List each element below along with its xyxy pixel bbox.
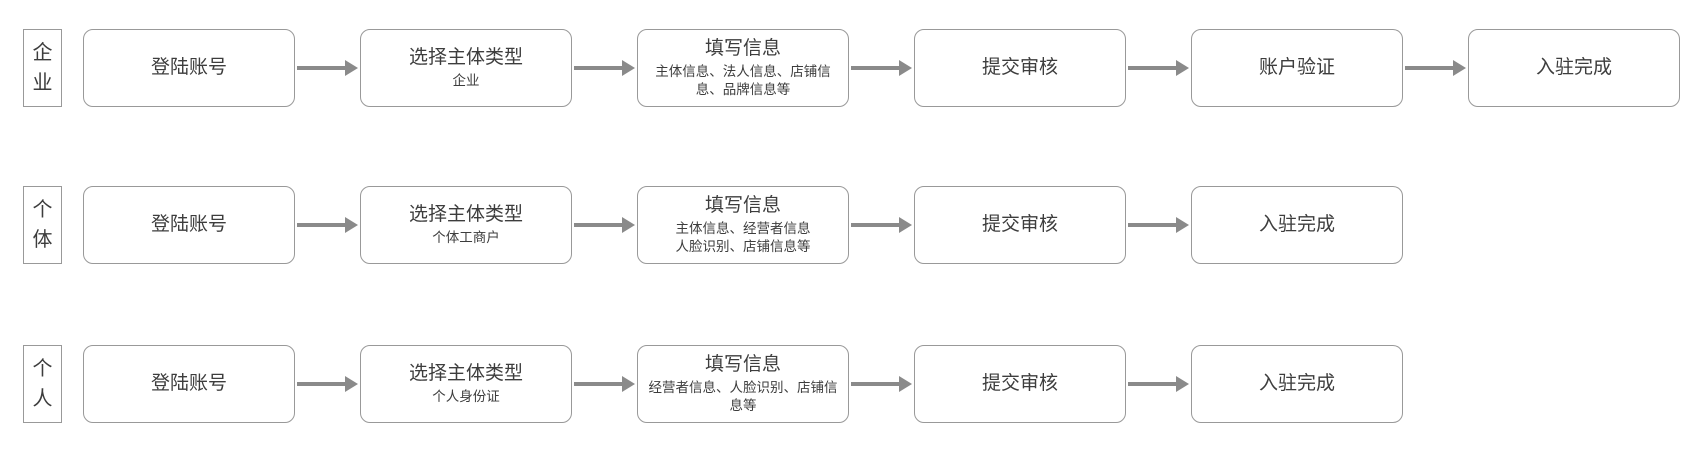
step-subtitle: 企业 (452, 72, 480, 88)
step-title: 填写信息 (704, 353, 781, 375)
row-label-enterprise: 企业 (23, 29, 62, 107)
step-fill-information: 填写信息 主体信息、经营者信息 人脸识别、店铺信息等 (637, 186, 849, 264)
row-label-text: 个人 (32, 358, 53, 410)
flow-row-personal: 个人 登陆账号 选择主体类型 个人身份证 填写信息 经营者信息、人脸识别、店铺信… (23, 344, 1403, 424)
step-subtitle: 个人身份证 (432, 388, 500, 404)
step-subtitle: 经营者信息、人脸识别、店铺信 息等 (648, 379, 838, 413)
row-label-personal: 个人 (23, 345, 62, 423)
step-title: 入驻完成 (1258, 214, 1335, 236)
step-title: 提交审核 (981, 57, 1058, 79)
step-onboarding-complete: 入驻完成 (1468, 29, 1680, 107)
arrow-right-icon (1126, 217, 1191, 233)
step-title: 入驻完成 (1535, 57, 1612, 79)
step-submit-review: 提交审核 (914, 345, 1126, 423)
arrow-right-icon (572, 60, 637, 76)
arrow-right-icon (572, 217, 637, 233)
arrow-right-icon (849, 376, 914, 392)
row-label-individual-business: 个体 (23, 186, 62, 264)
arrow-right-icon (572, 376, 637, 392)
step-title: 选择主体类型 (408, 47, 523, 69)
step-subtitle: 主体信息、经营者信息 人脸识别、店铺信息等 (675, 220, 811, 254)
step-title: 登陆账号 (150, 214, 227, 236)
step-subtitle: 个体工商户 (432, 229, 500, 245)
arrow-right-icon (1126, 60, 1191, 76)
row-label-text: 个体 (32, 199, 53, 251)
step-title: 提交审核 (981, 373, 1058, 395)
arrow-right-icon (1126, 376, 1191, 392)
arrow-right-icon (295, 60, 360, 76)
row-label-text: 企业 (32, 42, 53, 94)
step-title: 填写信息 (704, 194, 781, 216)
arrow-right-icon (849, 217, 914, 233)
step-submit-review: 提交审核 (914, 186, 1126, 264)
arrow-right-icon (295, 217, 360, 233)
step-title: 登陆账号 (150, 57, 227, 79)
step-subtitle: 主体信息、法人信息、店铺信 息、品牌信息等 (655, 63, 831, 97)
step-title: 选择主体类型 (408, 204, 523, 226)
step-title: 提交审核 (981, 214, 1058, 236)
step-title: 账户验证 (1258, 57, 1335, 79)
step-onboarding-complete: 入驻完成 (1191, 345, 1403, 423)
arrow-right-icon (295, 376, 360, 392)
step-account-verification: 账户验证 (1191, 29, 1403, 107)
step-login-account: 登陆账号 (83, 186, 295, 264)
step-choose-entity-type: 选择主体类型 个人身份证 (360, 345, 572, 423)
step-title: 选择主体类型 (408, 363, 523, 385)
flow-row-individual-business: 个体 登陆账号 选择主体类型 个体工商户 填写信息 主体信息、经营者信息 人脸识… (23, 185, 1403, 265)
step-title: 入驻完成 (1258, 373, 1335, 395)
step-login-account: 登陆账号 (83, 29, 295, 107)
arrow-right-icon (849, 60, 914, 76)
step-login-account: 登陆账号 (83, 345, 295, 423)
arrow-right-icon (1403, 60, 1468, 76)
step-choose-entity-type: 选择主体类型 个体工商户 (360, 186, 572, 264)
step-choose-entity-type: 选择主体类型 企业 (360, 29, 572, 107)
step-submit-review: 提交审核 (914, 29, 1126, 107)
step-title: 填写信息 (704, 37, 781, 59)
step-fill-information: 填写信息 经营者信息、人脸识别、店铺信 息等 (637, 345, 849, 423)
step-fill-information: 填写信息 主体信息、法人信息、店铺信 息、品牌信息等 (637, 29, 849, 107)
step-onboarding-complete: 入驻完成 (1191, 186, 1403, 264)
flow-row-enterprise: 企业 登陆账号 选择主体类型 企业 填写信息 主体信息、法人信息、店铺信 息、品… (23, 28, 1680, 108)
step-title: 登陆账号 (150, 373, 227, 395)
